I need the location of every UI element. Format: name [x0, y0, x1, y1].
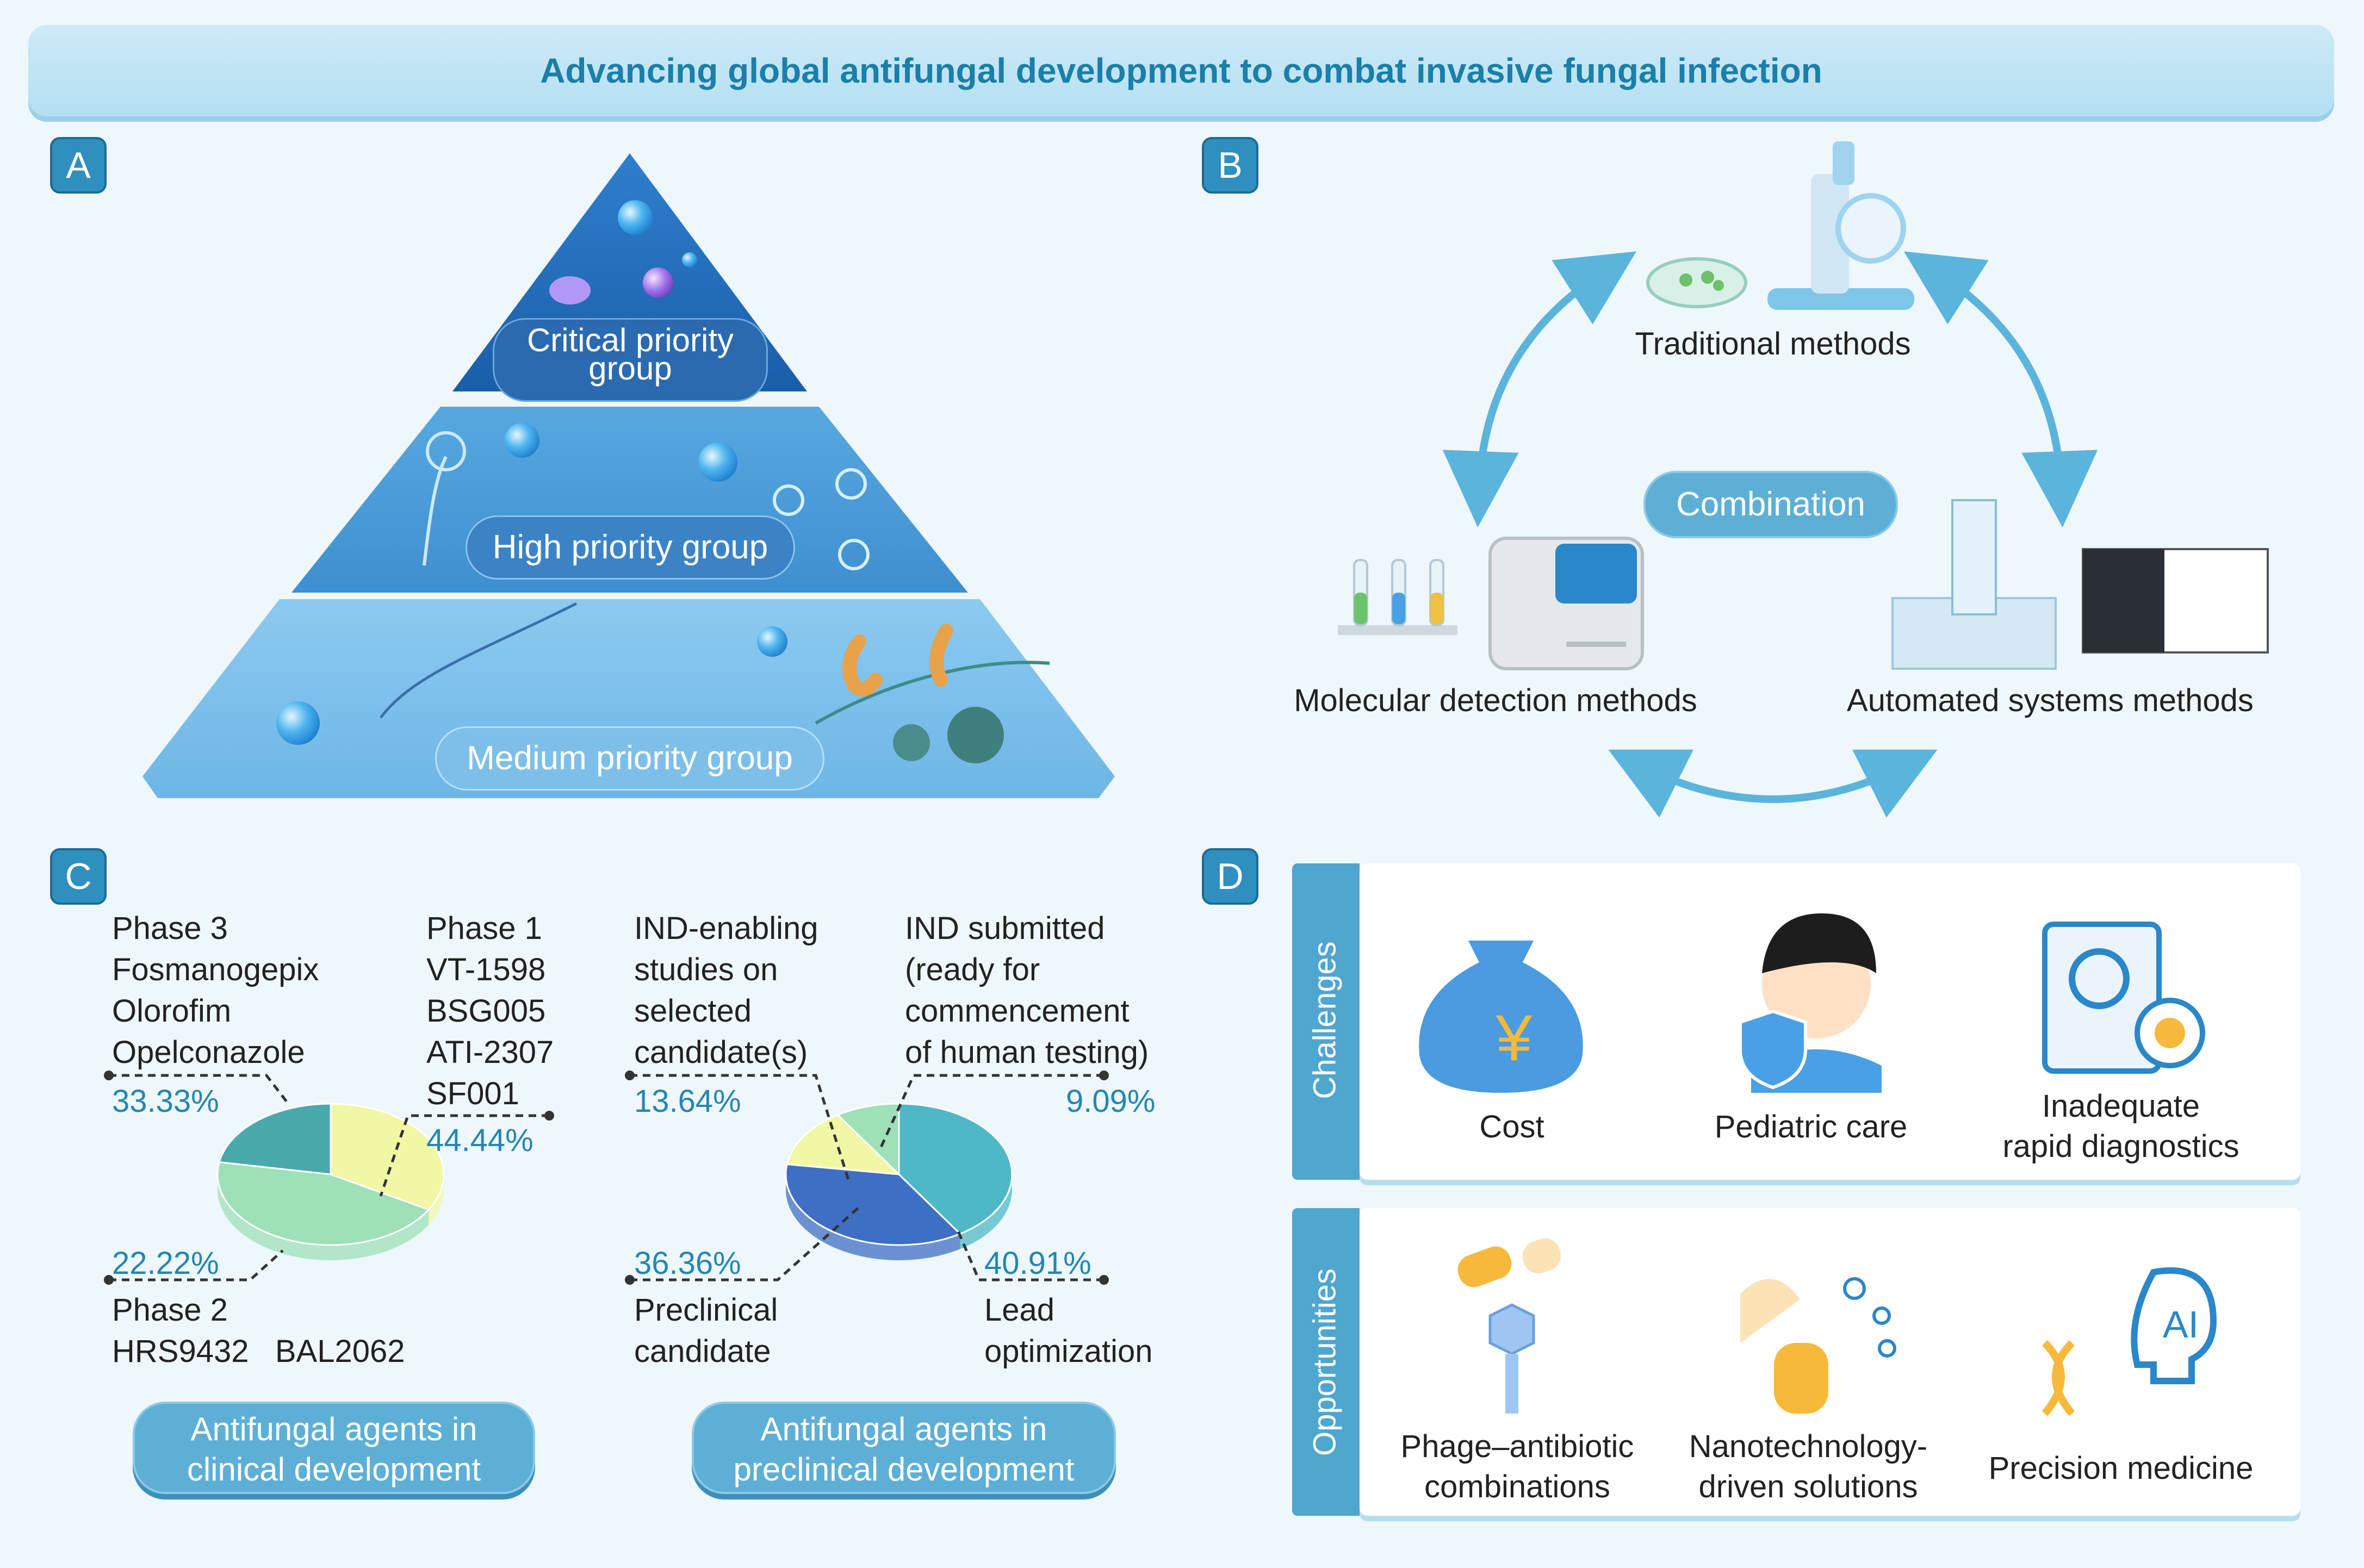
pct-phase-1: 44.44%	[426, 1123, 533, 1158]
fungus-cell-icon	[643, 267, 673, 298]
branching-fungus-icon	[380, 602, 578, 719]
nanocapsule-icon	[1740, 1277, 1896, 1414]
dna-helix-icon	[2042, 1340, 2075, 1416]
page-title: Advancing global antifungal development …	[540, 51, 1822, 90]
label-phase-1: Phase 1 VT-1598 BSG005 ATI-2307 SF001	[426, 911, 554, 1111]
pie-slice-side	[786, 1164, 960, 1260]
candida-auris-icon	[549, 276, 591, 304]
label-inadequate-diagnostics: Inadequate rapid diagnostics	[2002, 1088, 2239, 1164]
test-tubes-icon	[1338, 559, 1457, 635]
panel-label-d: D	[1202, 848, 1258, 905]
ai-head-icon: AI	[2131, 1267, 2217, 1384]
label-phase-3: Phase 3 Fosmanogepix Olorofim Opelconazo…	[112, 911, 319, 1070]
pyramid-tier-medium	[142, 599, 1115, 798]
pct-ind-submitted: 9.09%	[1066, 1084, 1156, 1119]
pcr-analyzer-icon	[1488, 537, 1644, 670]
yen-symbol: ¥	[1496, 1001, 1532, 1074]
petri-dish-icon	[1646, 257, 1747, 308]
label-phage-antibiotic: Phage–antibiotic combinations	[1400, 1429, 1634, 1504]
pct-ind-enabling: 13.64%	[634, 1084, 741, 1119]
pie-slice	[836, 1103, 900, 1177]
microscope-icon	[1767, 141, 1914, 310]
pct-phase-2: 22.22%	[112, 1246, 219, 1281]
label-lead-optimization: Lead optimization	[984, 1292, 1153, 1369]
label-molecular-detection: Molecular detection methods	[1294, 683, 1697, 718]
spherule-icon	[893, 724, 930, 761]
opportunities-tab: Opportunities	[1292, 1208, 1360, 1516]
fungus-cell-icon	[698, 443, 737, 482]
pie-chart-clinical	[216, 1103, 445, 1260]
panel-label-c: C	[50, 848, 107, 905]
spore-icon	[835, 468, 867, 500]
money-bag-icon: ¥	[1419, 941, 1583, 1093]
automated-analyzer-icon	[1891, 499, 2269, 670]
aspergillus-icon	[426, 431, 466, 471]
fungus-cell-icon	[618, 200, 653, 235]
mucorales-icon	[842, 624, 953, 696]
ai-label: AI	[2163, 1303, 2199, 1346]
pie-slice	[330, 1103, 445, 1211]
panel-label-a: A	[50, 137, 107, 194]
spore-icon	[773, 484, 804, 516]
cycle-arrow-bottom	[1608, 749, 1938, 818]
pie-slice	[785, 1163, 962, 1246]
fungus-cell-icon	[505, 423, 539, 458]
label-traditional-methods: Traditional methods	[1635, 326, 1911, 362]
pie-slice	[218, 1103, 332, 1175]
pct-phase-3: 33.33%	[112, 1084, 219, 1119]
caption-preclinical: Antifungal agents in preclinical develop…	[692, 1402, 1116, 1494]
fungus-cell-icon	[276, 701, 320, 745]
title-bar: Advancing global antifungal development …	[28, 25, 2334, 116]
challenges-tab: Challenges	[1292, 863, 1360, 1180]
label-nanotechnology: Nanotechnology- driven solutions	[1689, 1429, 1928, 1504]
fungus-cell-icon	[682, 252, 697, 267]
spherule-icon	[947, 707, 1004, 763]
label-phase-2: Phase 2 HRS9432 BAL2062	[112, 1292, 405, 1369]
phage-capsule-icon	[1457, 1238, 1561, 1414]
label-ind-enabling: IND-enabling studies on selected candida…	[634, 911, 818, 1070]
caption-clinical: Antifungal agents in clinical developmen…	[133, 1402, 535, 1494]
label-automated-systems: Automated systems methods	[1847, 683, 2254, 718]
pyramid-label-critical: Critical priority group	[493, 318, 768, 402]
hyphae-icon	[423, 456, 448, 566]
label-preclinical-candidate: Preclinical candidate	[634, 1292, 778, 1369]
spore-icon	[838, 539, 870, 570]
child-icon	[1739, 913, 1882, 1093]
fungus-cell-icon	[757, 626, 787, 657]
combination-pill: Combination	[1643, 471, 1898, 538]
pie-slice	[786, 1113, 902, 1175]
cycle-arrow-right	[1903, 251, 2098, 527]
pyramid-label-high: High priority group	[466, 515, 795, 580]
pie-chart-preclinical	[785, 1103, 1013, 1260]
leader-endpoints	[104, 1071, 1109, 1285]
pyramid-label-medium: Medium priority group	[435, 726, 824, 791]
label-pediatric-care: Pediatric care	[1714, 1109, 1908, 1144]
label-ind-submitted: IND submitted (ready for commencement of…	[905, 911, 1149, 1070]
pct-preclinical-candidate: 36.36%	[634, 1246, 741, 1281]
diagnostic-report-icon	[2042, 922, 2205, 1074]
pie-slice-side	[217, 1162, 429, 1260]
pie-slice	[216, 1161, 430, 1246]
label-precision-medicine: Precision medicine	[1988, 1451, 2254, 1486]
pyramid-tier-high	[291, 407, 968, 593]
leader-lines	[109, 1074, 1104, 1281]
cycle-arrow-left	[1442, 251, 1637, 527]
pct-lead-optimization: 40.91%	[984, 1246, 1091, 1281]
label-cost: Cost	[1479, 1109, 1544, 1144]
panel-label-b: B	[1202, 137, 1258, 194]
